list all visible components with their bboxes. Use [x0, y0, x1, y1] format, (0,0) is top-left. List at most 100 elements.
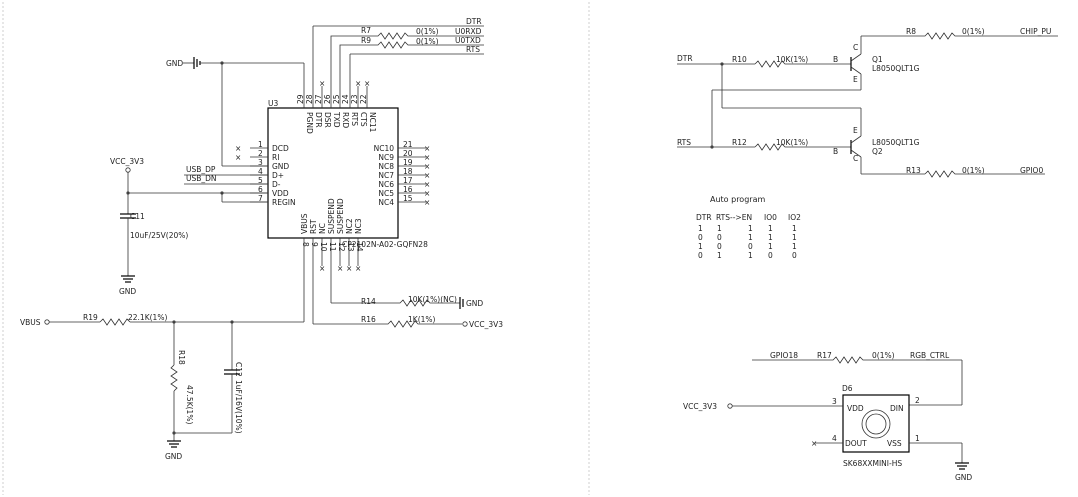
d6-dout-pin: DOUT [845, 439, 867, 448]
chip-pu-net: CHIP_PU [1020, 27, 1051, 36]
r12-value: 10K(1%) [776, 138, 808, 147]
rgb-ctrl-net: RGB_CTRL [910, 351, 950, 360]
auto-program-header-cell: IO2 [788, 213, 801, 222]
rts-net-right: RTS [677, 138, 691, 147]
nc-mark: × [346, 264, 352, 273]
nc-mark: × [364, 79, 370, 88]
nc-mark: × [424, 180, 430, 189]
u3-top-nets: DTR R7 0(1%) U0RXD R9 0(1%) U0TXD RTS [312, 17, 484, 108]
u3-pin-name: NC4 [378, 198, 394, 207]
u3-pin-name: REGIN [272, 198, 296, 207]
auto-program-cell: 1 [748, 251, 753, 260]
u3-pin-number: 18 [403, 167, 413, 176]
auto-program-cell: 0 [717, 242, 722, 251]
auto-program-header-cell: DTR [696, 213, 712, 222]
u3-pin-number: 26 [323, 94, 332, 104]
vbus-divider: VBUS R19 22.1K(1%) R18 47.5K(1%) C12 1uF… [20, 313, 304, 461]
d6-led-body [842, 394, 910, 453]
u3-pin-name: NC3 [354, 218, 363, 234]
auto-program-cell: 1 [768, 224, 773, 233]
q2-emitter-label: E [853, 126, 858, 135]
u3-pin-number: 16 [403, 185, 413, 194]
q1-part: L8050QLT1G [872, 64, 920, 73]
u3-pin-name: NC7 [378, 171, 394, 180]
auto-program-cell: 1 [792, 233, 797, 242]
u3-pin-number: 6 [258, 185, 263, 194]
auto-program-cell: 1 [768, 242, 773, 251]
c11-value: 10uF/25V(20%) [130, 231, 188, 240]
r12-ref: R12 [732, 138, 747, 147]
nc-mark: × [235, 153, 241, 162]
u3-usb-uart-chip: U3 CP2102N-A02-GQFN28 DCD1×RI2×GND3D+4D-… [235, 79, 430, 273]
r10-value: 10K(1%) [776, 55, 808, 64]
gpio0-net: GPIO0 [1020, 166, 1043, 175]
r9-ref: R9 [361, 36, 371, 45]
r17-resistor [752, 356, 962, 364]
auto-program-header-cell: IO0 [764, 213, 777, 222]
c11-ref: C11 [130, 212, 145, 221]
auto-program-cell: 0 [748, 242, 753, 251]
u3-bottom-nets: R14 10K(1%)(NC) GND R16 1K(1%) VCC_3V3 [303, 238, 503, 329]
u3-pin-name: DTR [314, 112, 323, 128]
u3-ref: U3 [268, 99, 278, 108]
r8-ref: R8 [906, 27, 916, 36]
auto-program-cell: 1 [768, 233, 773, 242]
r16-resistor [313, 320, 462, 328]
u3-pin-name: NC9 [378, 153, 394, 162]
q2-base-label: B [833, 147, 838, 156]
u3-pin-name: NC2 [345, 218, 354, 234]
u3-pin-name: GND [272, 162, 289, 171]
u3-pin-name: VDD [272, 189, 289, 198]
u3-pin-name: D- [272, 180, 281, 189]
dtr-net-top: DTR [466, 17, 482, 26]
u3-pin-number: 22 [359, 94, 368, 104]
u3-pin-name: VBUS [300, 213, 309, 234]
nc-mark: × [424, 144, 430, 153]
u3-pin-number: 7 [258, 194, 263, 203]
r13-value: 0(1%) [962, 166, 985, 175]
r19-resistor [99, 318, 131, 326]
gnd-label-r14: GND [466, 299, 483, 308]
r19-value: 22.1K(1%) [128, 313, 167, 322]
gnd-label-top: GND [166, 59, 183, 68]
q1-collector-label: C [853, 43, 858, 52]
r16-value: 1K(1%) [408, 315, 436, 324]
u3-pin-number: 15 [403, 194, 413, 203]
usb-dn-net: USB_DN [186, 174, 217, 183]
nc-mark-dout: × [811, 439, 817, 448]
u3-pin-name: NC8 [378, 162, 394, 171]
q2-part: L8050QLT1G [872, 138, 920, 147]
auto-program-cell: 1 [792, 224, 797, 233]
u3-pin-name: NC [318, 223, 327, 234]
u3-pin-number: 14 [355, 242, 364, 252]
nc-mark: × [355, 264, 361, 273]
r8-resistor [898, 32, 1058, 40]
u3-pin-number: 3 [258, 158, 263, 167]
r17-ref: R17 [817, 351, 832, 360]
d6-vdd-pin: VDD [847, 404, 864, 413]
u3-pin-name: NC5 [378, 189, 394, 198]
u3-pin-number: 21 [403, 140, 413, 149]
u3-pin-name: RTS [350, 112, 359, 126]
r12-resistor [754, 143, 851, 151]
auto-program-cell: 1 [698, 224, 703, 233]
u3-pin-number: 20 [403, 149, 413, 158]
auto-program-header-cell: RTS-->EN [716, 213, 752, 222]
auto-program-cell: 0 [792, 251, 797, 260]
d6-pin3-num: 3 [832, 397, 837, 406]
gnd-label-vbus: GND [165, 452, 182, 461]
u3-part-number: CP2102N-A02-GQFN28 [342, 240, 428, 249]
c12-value: 1uF/16V(10%) [234, 380, 243, 434]
u3-left-nets: GND USB_DP USB_DN VCC_3V3 C11 10uF/25V(2… [110, 57, 305, 296]
u3-pin-number: 4 [258, 167, 263, 176]
vbus-net: VBUS [20, 318, 41, 327]
nc-mark: × [424, 189, 430, 198]
u0rxd-net: U0RXD [455, 27, 482, 36]
q1-ref: Q1 [872, 55, 883, 64]
u3-pin-name: D+ [272, 171, 284, 180]
r14-value: 10K(1%)(NC) [408, 295, 457, 304]
nc-mark: × [424, 162, 430, 171]
auto-program-title: Auto program [710, 195, 765, 204]
